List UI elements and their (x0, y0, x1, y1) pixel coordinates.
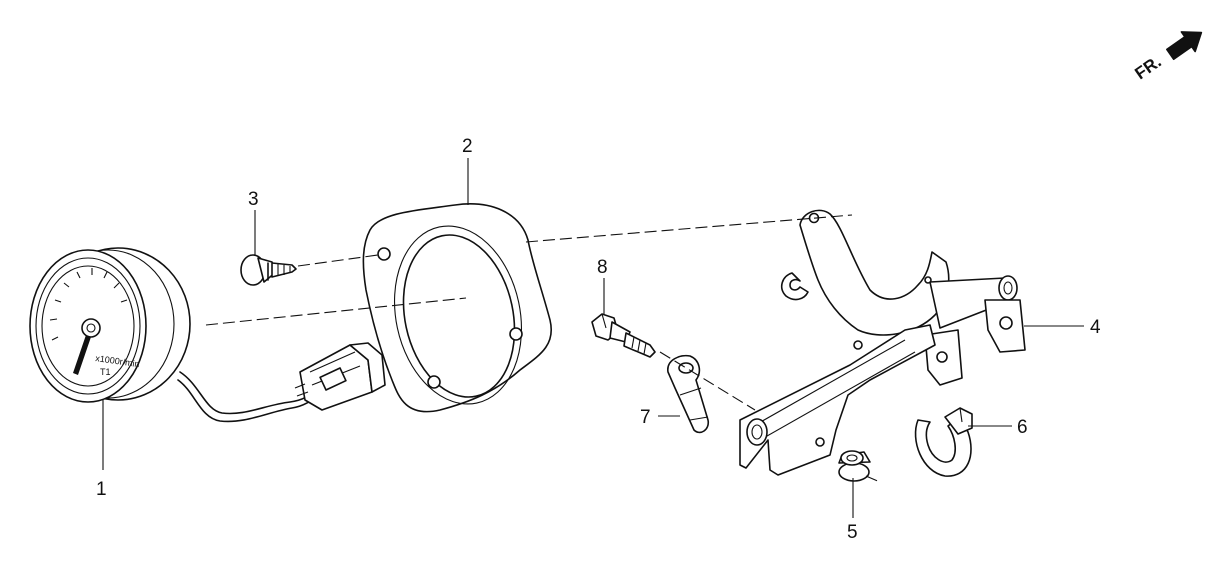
callout-leaders (102, 158, 1084, 518)
callout-2: 2 (462, 136, 473, 157)
gauge-connector (294, 342, 386, 411)
callout-numbers: 1 2 3 4 5 6 7 8 (96, 136, 1101, 543)
callout-3: 3 (248, 189, 259, 210)
nut-part (838, 450, 871, 482)
callout-4: 4 (1090, 317, 1101, 338)
callout-1: 1 (96, 479, 107, 500)
gauge-bracket (739, 209, 1026, 476)
arrow-front-icon (1166, 31, 1203, 61)
screw-part (240, 254, 297, 286)
gauge-needle (73, 332, 92, 375)
front-orientation-indicator: FR. (1131, 31, 1203, 83)
flange-bolt (591, 313, 656, 358)
callout-7: 7 (640, 407, 651, 428)
callout-6: 6 (1017, 417, 1028, 438)
callout-8: 8 (597, 257, 608, 278)
front-label: FR. (1131, 52, 1164, 83)
gauge-scale-ticks (49, 268, 128, 341)
wire-clamp (914, 407, 973, 477)
gauge-code-text: T1 (100, 367, 111, 377)
tachometer-gauge: x1000r/min T1 (29, 247, 386, 423)
gauge-mounting-plate (362, 203, 553, 413)
callout-5: 5 (847, 522, 858, 543)
alignment-lines (205, 214, 881, 483)
rubber-grommet (667, 354, 710, 434)
